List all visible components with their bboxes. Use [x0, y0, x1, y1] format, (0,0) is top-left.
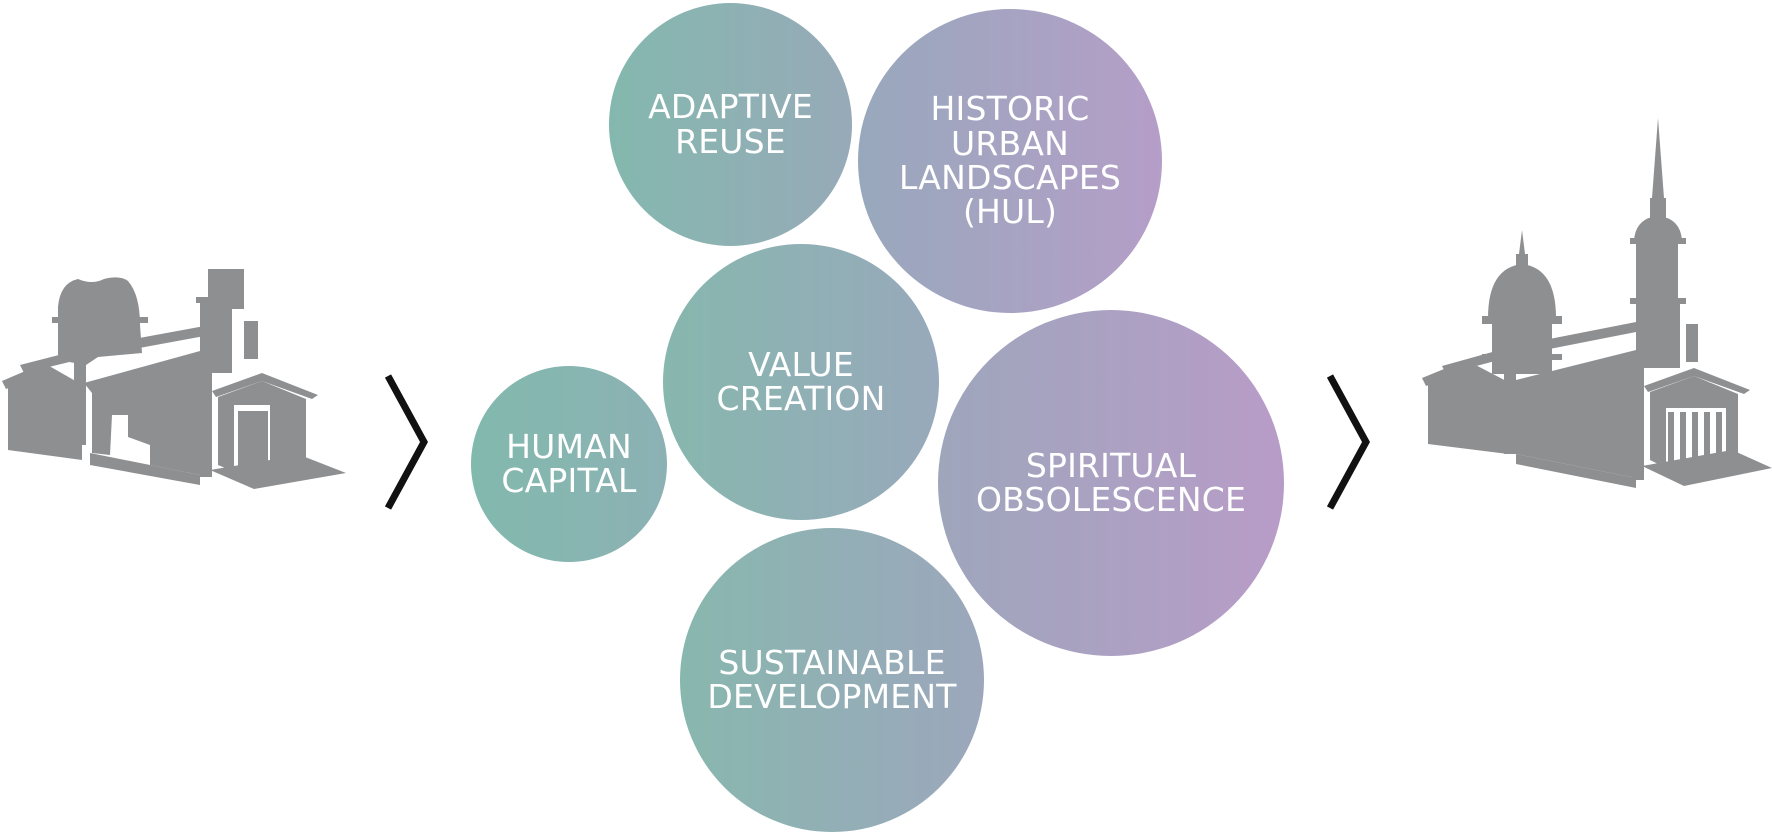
concept-label: HISTORIC URBAN LANDSCAPES (HUL): [898, 89, 1122, 232]
concept-label: SUSTAINABLE DEVELOPMENT: [707, 642, 957, 716]
concept-bubble-adaptive-reuse: ADAPTIVE REUSE: [609, 3, 852, 246]
restored-church-icon: [1422, 118, 1772, 488]
concept-bubble-spiritual-obsolescence: SPIRITUAL OBSOLESCENCE: [938, 310, 1284, 656]
concept-label: SPIRITUAL OBSOLESCENCE: [975, 445, 1246, 519]
concept-bubble-historic-urban-landscapes: HISTORIC URBAN LANDSCAPES (HUL): [858, 9, 1162, 313]
concept-label: HUMAN CAPITAL: [501, 426, 637, 500]
concept-bubble-human-capital: HUMAN CAPITAL: [471, 366, 667, 562]
ruined-church-icon: [2, 269, 346, 489]
chevron-right-icon: [384, 374, 428, 510]
concept-label: VALUE CREATION: [716, 344, 886, 418]
chevron-right-icon: [1326, 374, 1370, 510]
concept-bubble-sustainable-development: SUSTAINABLE DEVELOPMENT: [680, 528, 984, 832]
concept-bubble-value-creation: VALUE CREATION: [663, 244, 939, 520]
concept-label: ADAPTIVE REUSE: [648, 87, 813, 161]
